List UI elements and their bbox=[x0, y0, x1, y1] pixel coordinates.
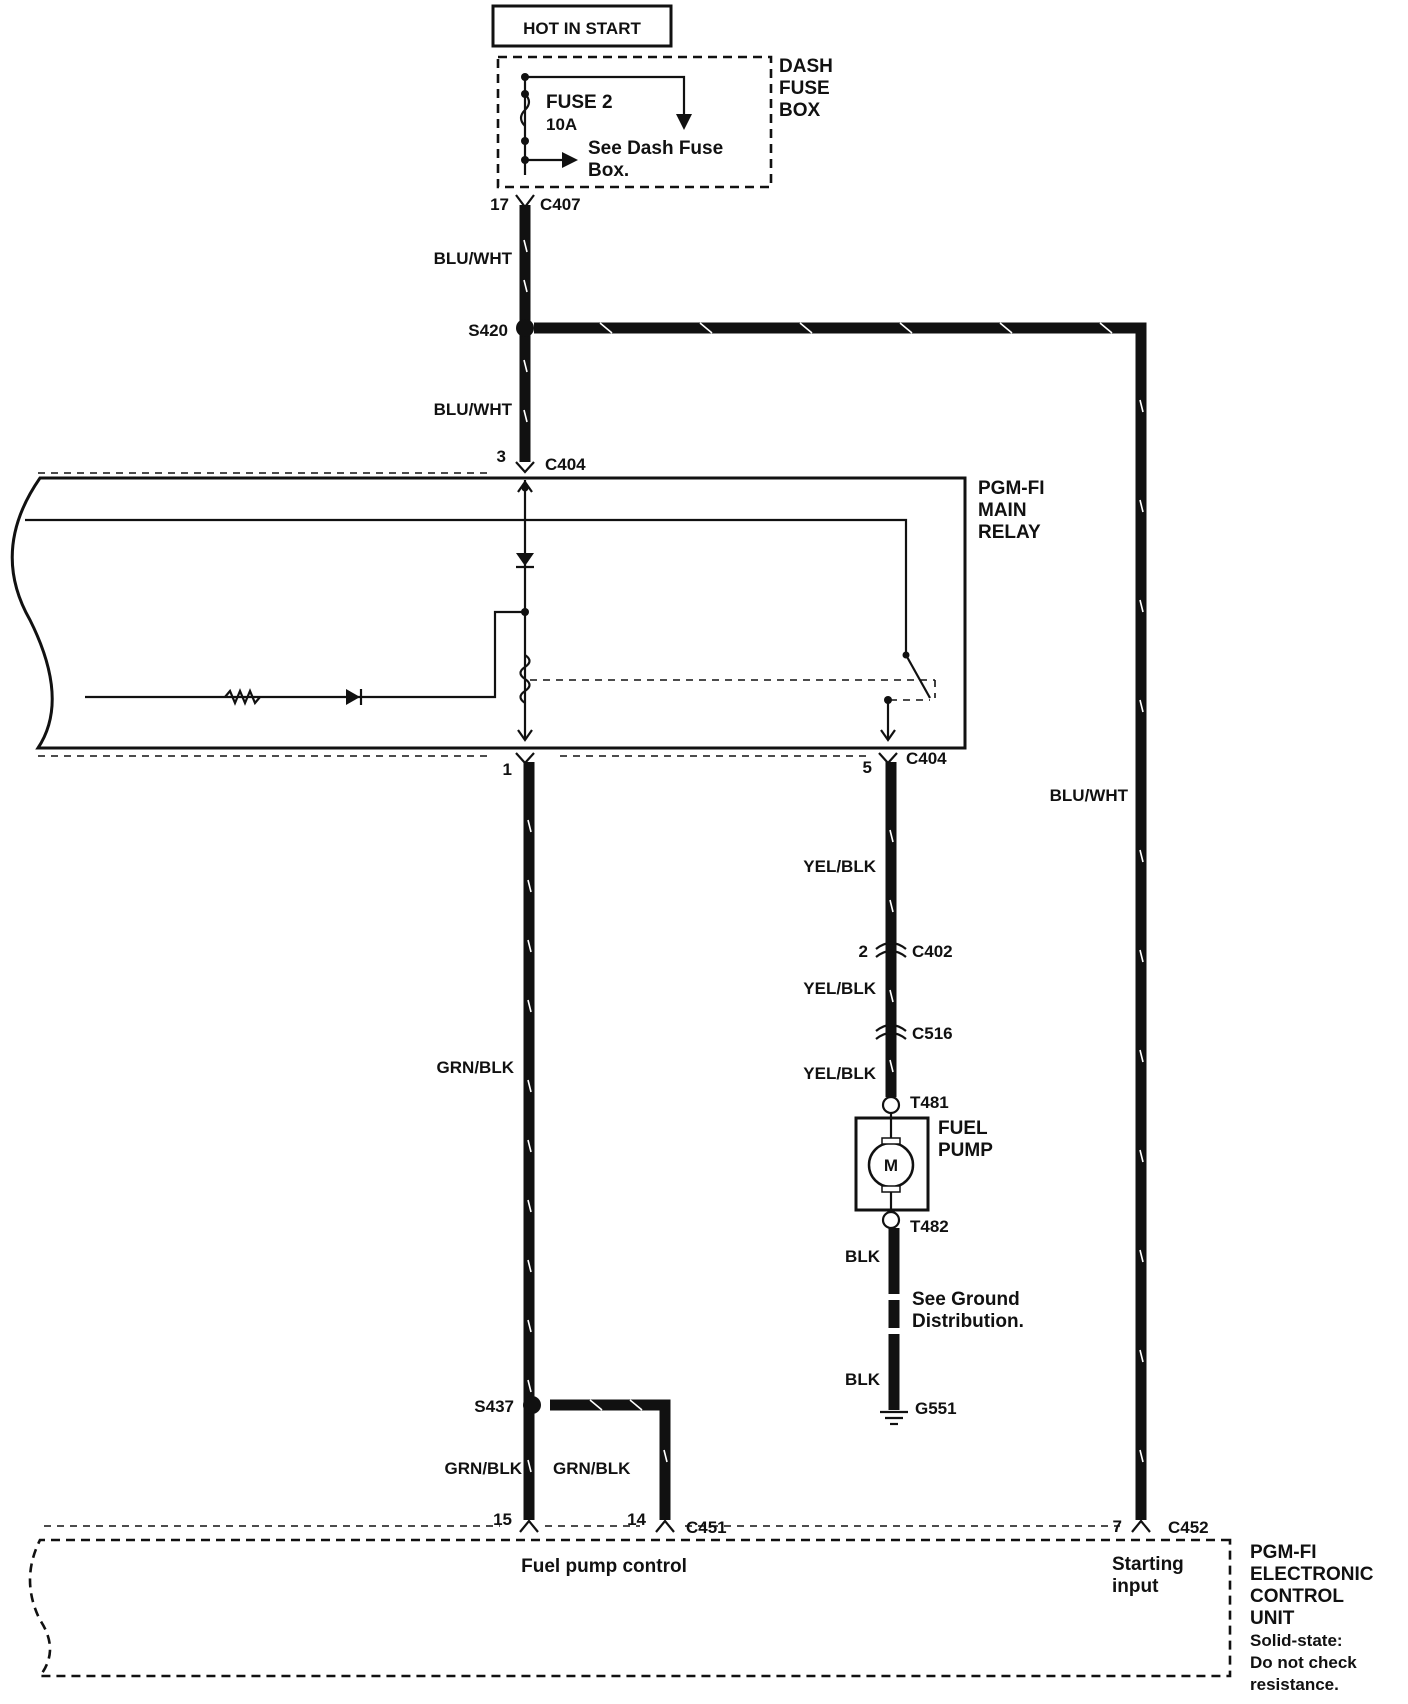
terminal-t482 bbox=[881, 1210, 901, 1230]
dash-fuse-label-1: DASH bbox=[779, 56, 833, 77]
ecu-label-2: ELECTRONIC bbox=[1250, 1564, 1374, 1585]
diode-icon bbox=[516, 553, 534, 566]
wire-label-yel-blk-1: YEL/BLK bbox=[803, 857, 876, 876]
s437-label: S437 bbox=[474, 1397, 514, 1416]
c407-label: C407 bbox=[540, 195, 581, 214]
c452-label: C452 bbox=[1168, 1518, 1209, 1537]
pgm-fi-ecu: Fuel pump control Starting input PGM-FI … bbox=[28, 1525, 1374, 1694]
starting-input-label-1: Starting bbox=[1112, 1554, 1184, 1575]
c407-pin: 17 bbox=[490, 195, 509, 214]
terminal-t481 bbox=[881, 1095, 901, 1115]
connector-c516-symbol bbox=[875, 1023, 907, 1032]
fuel-pump-label-2: PUMP bbox=[938, 1140, 993, 1161]
ecu-outline bbox=[28, 1538, 1232, 1678]
ecu-note-1: Solid-state: bbox=[1250, 1631, 1343, 1650]
c402-label: C402 bbox=[912, 942, 953, 961]
splice-s437 bbox=[523, 1396, 541, 1414]
ground-note-2: Distribution. bbox=[912, 1311, 1024, 1332]
c402-pin: 2 bbox=[859, 942, 868, 961]
s420-label: S420 bbox=[468, 321, 508, 340]
fuel-pump-label-1: FUEL bbox=[938, 1118, 988, 1139]
arrow-right-icon bbox=[562, 152, 578, 168]
diode-icon-2 bbox=[346, 689, 360, 705]
ecu-note-3: resistance. bbox=[1250, 1675, 1339, 1694]
relay-label-1: PGM-FI bbox=[978, 478, 1045, 499]
hot-in-start-label: HOT IN START bbox=[523, 19, 641, 38]
resistor-icon bbox=[224, 688, 261, 706]
ground-note-1: See Ground bbox=[912, 1289, 1020, 1310]
fuse-name: FUSE 2 bbox=[546, 92, 613, 113]
c404-pin1: 1 bbox=[503, 760, 512, 779]
wire-label-grn-blk-left: GRN/BLK bbox=[445, 1459, 523, 1478]
hot-in-start-box: HOT IN START bbox=[491, 4, 673, 48]
relay-label-2: MAIN bbox=[978, 500, 1027, 521]
relay-switch bbox=[905, 654, 931, 699]
wire-blu-wht-branch: BLU/WHT bbox=[534, 322, 1147, 1520]
dash-fuse-label-2: FUSE bbox=[779, 78, 830, 99]
c451-pin15: 15 bbox=[493, 1510, 512, 1529]
wire-yel-blk: YEL/BLK 2 C402 YEL/BLK C516 YEL/BLK bbox=[803, 762, 953, 1097]
relay-coil-icon bbox=[519, 654, 531, 704]
splice-s420 bbox=[516, 319, 534, 337]
fuse-rating: 10A bbox=[546, 115, 577, 134]
c451-label: C451 bbox=[686, 1518, 727, 1537]
wire-label-yel-blk-2: YEL/BLK bbox=[803, 979, 876, 998]
dash-fuse-label-3: BOX bbox=[779, 100, 821, 121]
connector-c404-top-symbol bbox=[515, 461, 535, 474]
wire-blu-wht-feed: 17 C407 BLU/WHT S420 BLU/WHT 3 C404 bbox=[434, 194, 586, 474]
wire-label-blu-wht-2: BLU/WHT bbox=[434, 400, 513, 419]
c451-pin14: 14 bbox=[627, 1510, 646, 1529]
dash-fuse-box: FUSE 2 10A See Dash Fuse Box. DASH FUSE … bbox=[496, 55, 833, 189]
connector-c404-bottom: 1 5 C404 bbox=[503, 749, 948, 779]
ground-icon bbox=[880, 1410, 908, 1426]
wire-label-blk-2: BLK bbox=[845, 1370, 881, 1389]
see-dash-fuse-line2: Box. bbox=[588, 160, 629, 181]
see-dash-fuse-line1: See Dash Fuse bbox=[588, 138, 723, 159]
wire-label-blu-wht-right: BLU/WHT bbox=[1050, 786, 1129, 805]
motor-label: M bbox=[884, 1156, 898, 1175]
connector-c402-symbol bbox=[875, 941, 907, 950]
relay-outline bbox=[10, 476, 967, 750]
t481-label: T481 bbox=[910, 1093, 949, 1112]
connector-c451-c452: 15 14 C451 7 C452 bbox=[493, 1510, 1209, 1537]
fuel-pump-control-label: Fuel pump control bbox=[521, 1556, 687, 1577]
c516-label: C516 bbox=[912, 1024, 953, 1043]
relay-label-3: RELAY bbox=[978, 522, 1041, 543]
arrow-down-icon bbox=[676, 114, 692, 130]
wire-grn-blk: GRN/BLK S437 GRN/BLK GRN/BLK bbox=[437, 762, 671, 1520]
wire-label-blk-1: BLK bbox=[845, 1247, 881, 1266]
wire-label-blu-wht-1: BLU/WHT bbox=[434, 249, 513, 268]
c404-pin5: 5 bbox=[863, 758, 872, 777]
fuel-pump: T481 M T482 FUEL PUMP bbox=[854, 1093, 993, 1236]
ecu-note-2: Do not check bbox=[1250, 1653, 1357, 1672]
pgm-fi-main-relay: PGM-FI MAIN RELAY bbox=[10, 472, 1045, 757]
c404-top-pin: 3 bbox=[497, 447, 506, 466]
t482-label: T482 bbox=[910, 1217, 949, 1236]
ecu-label-4: UNIT bbox=[1250, 1608, 1295, 1629]
fuse-symbol bbox=[519, 93, 531, 127]
starting-input-label-2: input bbox=[1112, 1576, 1159, 1597]
wire-label-grn-blk-right: GRN/BLK bbox=[553, 1459, 631, 1478]
c404-bottom-label: C404 bbox=[906, 749, 947, 768]
wire-label-yel-blk-3: YEL/BLK bbox=[803, 1064, 876, 1083]
ecu-label-3: CONTROL bbox=[1250, 1586, 1344, 1607]
wire-blk-ground: BLK See Ground Distribution. BLK G551 bbox=[845, 1228, 1024, 1426]
c404-top-label: C404 bbox=[545, 455, 586, 474]
wire-label-grn-blk-main: GRN/BLK bbox=[437, 1058, 515, 1077]
g551-label: G551 bbox=[915, 1399, 957, 1418]
ecu-label-1: PGM-FI bbox=[1250, 1542, 1317, 1563]
